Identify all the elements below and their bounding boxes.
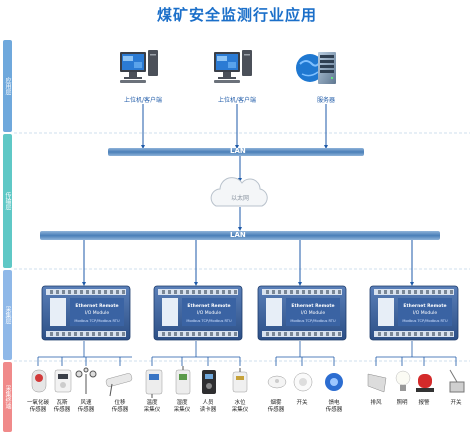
water-level-collector-icon <box>232 368 248 393</box>
sensor-label: 风速 传感器 <box>77 400 95 413</box>
sensor-label: 一氧化碳 传感器 <box>26 400 49 413</box>
sensing-layer-label: 采集终端 <box>4 385 11 409</box>
feed-sensor-icon <box>325 373 343 391</box>
sensor-label: 瓦斯 传感器 <box>53 400 71 413</box>
exhaust-fan-icon <box>367 373 387 393</box>
module-protocol-text: Modbus TCP/Modbus RTU <box>402 319 448 323</box>
module-sub-text: I/O Module <box>197 310 221 316</box>
bracket-module-1 <box>37 341 132 366</box>
bracket-module-2 <box>151 341 241 366</box>
layer-separators <box>14 132 470 362</box>
module-protocol-text: Modbus TCP/Modbus RTU <box>186 319 232 323</box>
displacement-sensor-icon <box>105 373 133 397</box>
application-layer-label: 应用层 <box>4 77 11 95</box>
lan-bar-bottom <box>40 231 440 240</box>
switch-icon <box>449 369 465 393</box>
module-sub-text: I/O Module <box>85 310 109 316</box>
sensor-label: 馈电 传感器 <box>325 400 343 413</box>
sensor-brackets <box>37 341 457 366</box>
gas-sensor-icon <box>54 369 72 393</box>
alarm-icon <box>416 374 434 392</box>
client2-label: 上位机/客户端 <box>217 97 257 104</box>
module-sub-text: I/O Module <box>301 310 325 316</box>
sensor-label: 开关 <box>296 400 308 406</box>
sensor-label: 位移 传感器 <box>111 400 129 413</box>
application-layer-band: 应用层 <box>3 40 12 132</box>
app-connectors <box>141 104 328 149</box>
transport-layer-band: 传输层 <box>3 134 12 268</box>
computer-icon <box>214 50 252 83</box>
sensor-label: 照明 <box>396 400 408 406</box>
sensor-label: 排风 <box>370 400 382 406</box>
lan-bottom-label: LAN <box>230 231 246 239</box>
module-brand-text: Ethernet Remote <box>291 303 334 309</box>
sensor-label: 人员 读卡器 <box>199 400 217 413</box>
bracket-module-4 <box>375 341 457 366</box>
internet-label: 以太网 <box>230 195 249 202</box>
lighting-icon <box>395 370 411 391</box>
acquisition-layer-label: 采集层 <box>4 306 11 324</box>
cloud-icon <box>210 177 268 207</box>
sensor-label: 烟雾 传感器 <box>267 400 285 413</box>
module-sub-text: I/O Module <box>413 310 437 316</box>
switch-icon <box>293 372 313 392</box>
module-protocol-text: Modbus TCP/Modbus RTU <box>290 319 336 323</box>
wind-speed-sensor-icon <box>75 367 97 394</box>
humidity-collector-icon <box>175 366 191 395</box>
module-protocol-text: Modbus TCP/Modbus RTU <box>74 319 120 323</box>
bracket-module-3 <box>275 341 335 366</box>
server-label: 服务器 <box>316 97 335 104</box>
computer-icon <box>120 50 158 83</box>
lan-bar-top <box>108 148 364 156</box>
module-brand-text: Ethernet Remote <box>75 303 118 309</box>
temperature-collector-icon <box>145 369 163 398</box>
module-brand-text: Ethernet Remote <box>187 303 230 309</box>
client1-label: 上位机/客户端 <box>123 97 163 104</box>
server-icon <box>296 52 336 84</box>
module-brand-text: Ethernet Remote <box>403 303 446 309</box>
co-sensor-icon <box>31 369 47 393</box>
sensor-label: 湿度 采集仪 <box>173 400 191 413</box>
sensing-layer-band: 采集终端 <box>3 362 12 432</box>
card-reader-icon <box>202 370 216 394</box>
smoke-sensor-icon <box>267 375 287 389</box>
sensor-label: 报警 <box>418 400 430 406</box>
lan-top-label: LAN <box>230 147 246 155</box>
sensor-label: 开关 <box>450 400 462 406</box>
module-connectors <box>82 240 414 286</box>
sensor-label: 水位 采集仪 <box>231 400 249 413</box>
acquisition-layer-band: 采集层 <box>3 270 12 360</box>
transport-layer-label: 传输层 <box>4 192 11 210</box>
sensor-label: 温度 采集仪 <box>143 400 161 413</box>
page-title: 煤矿安全监测行业应用 <box>156 6 317 24</box>
